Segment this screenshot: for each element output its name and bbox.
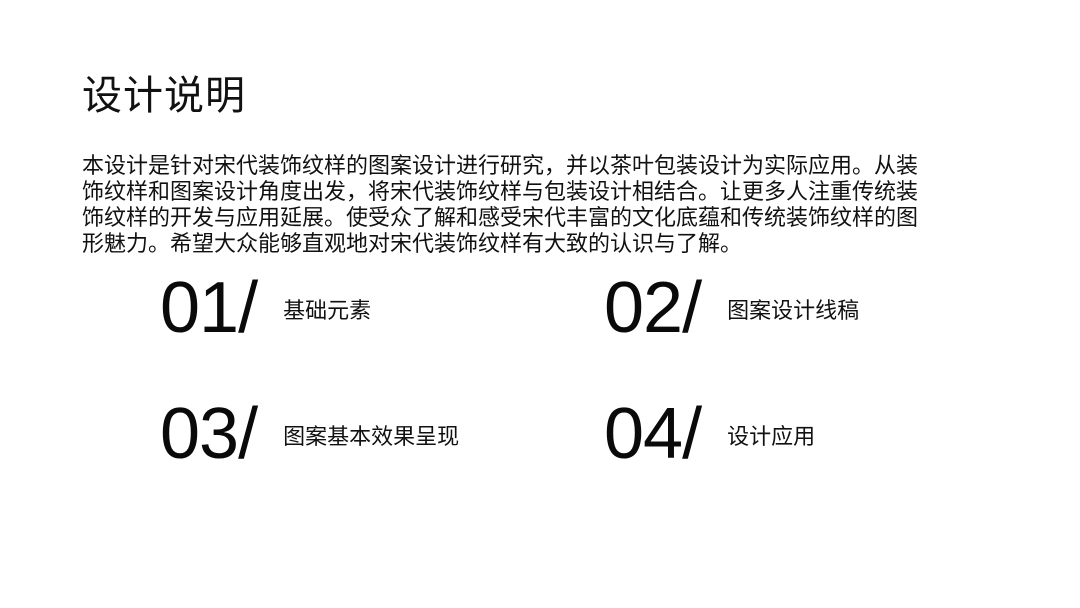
section-number: 02/ (604, 268, 702, 348)
section-item-03[interactable]: 03/ 图案基本效果呈现 (160, 394, 459, 474)
section-label: 基础元素 (283, 299, 372, 324)
page-title: 设计说明 (82, 73, 246, 119)
section-label: 图案基本效果呈现 (283, 425, 460, 450)
section-label: 图案设计线稿 (727, 299, 860, 324)
section-item-02[interactable]: 02/ 图案设计线稿 (604, 268, 859, 348)
section-item-04[interactable]: 04/ 设计应用 (604, 394, 815, 474)
description-paragraph: 本设计是针对宋代装饰纹样的图案设计进行研究，并以茶叶包装设计为实际应用。从装饰纹… (82, 154, 919, 257)
section-label: 设计应用 (727, 425, 816, 450)
section-item-01[interactable]: 01/ 基础元素 (160, 268, 371, 348)
section-number: 01/ (160, 268, 258, 348)
section-number: 03/ (160, 394, 258, 474)
section-number: 04/ (604, 394, 702, 474)
